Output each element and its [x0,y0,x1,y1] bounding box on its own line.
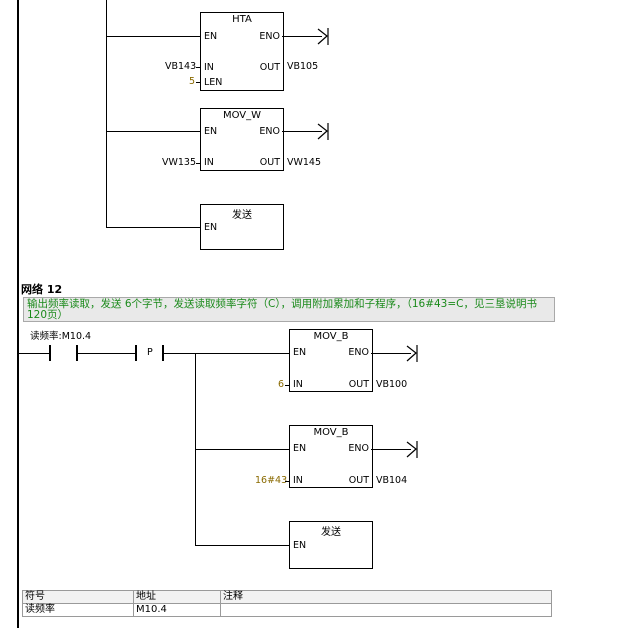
send-en-pin: EN [204,222,218,233]
hta-len-operand[interactable]: 5 [189,76,196,87]
hta-en-pin: EN [204,31,218,42]
wire-movb2-eno [371,449,411,450]
mov-b-1-out-operand[interactable]: VB100 [376,379,408,390]
p-left-bar [135,345,137,361]
send-12-en-pin: EN [293,540,307,551]
mov-b-2-out-operand[interactable]: VB104 [376,475,408,486]
wire-movw-eno [282,131,322,132]
p-right-bar [162,345,164,361]
mov-b-1-in-operand[interactable]: 6 [278,379,285,390]
mov-b-block-1[interactable]: MOV_B EN ENO IN OUT [289,329,373,392]
header-comment[interactable]: 注释 [220,590,552,604]
wire-hta-len [196,82,201,83]
mov-b-block-2[interactable]: MOV_B EN ENO IN OUT [289,425,373,488]
mov-w-en-pin: EN [204,126,218,137]
wire-send12-en [195,545,290,546]
wire-hta-en [106,36,201,37]
header-address[interactable]: 地址 [133,590,221,604]
coil-arrow-icon [406,441,418,458]
mov-b-2-in-operand[interactable]: 16#43 [255,475,288,486]
mov-b-2-eno-pin: ENO [348,443,369,454]
wire-movb2-in [285,481,290,482]
coil-arrow-icon [317,28,329,45]
mov-b-1-eno-pin: ENO [348,347,369,358]
mov-b-1-title: MOV_B [313,331,349,342]
hta-in-pin: IN [204,62,214,73]
row-comment[interactable] [220,603,552,617]
p-label: P [147,347,153,358]
wire-rail-contact [19,353,49,354]
hta-len-pin: LEN [204,77,223,88]
symbol-table-header: 符号 地址 注释 [22,590,552,604]
send-block-12-title: 发送 [321,527,341,538]
row-symbol[interactable]: 读频率 [22,603,134,617]
mov-w-out-operand[interactable]: VW145 [287,157,322,168]
wire-movb1-eno [371,353,411,354]
mov-w-eno-pin: ENO [259,126,280,137]
send-block-title: 发送 [232,210,252,221]
table-row[interactable]: 读频率 M10.4 [22,603,552,617]
coil-arrow-icon [406,345,418,362]
network-title[interactable]: 网络 12 [21,283,63,296]
mov-b-2-title: MOV_B [313,427,349,438]
hta-out-pin: OUT [259,62,280,73]
left-power-rail [17,0,19,628]
row-address[interactable]: M10.4 [133,603,221,617]
mov-b-2-en-pin: EN [293,443,307,454]
mov-b-1-out-pin: OUT [348,379,369,390]
wire-movb2-en [195,449,290,450]
hta-eno-pin: ENO [259,31,280,42]
network-comment[interactable]: 输出频率读取，发送 6个字节，发送读取频率字符（C），调用附加累加和子程序，（1… [23,297,555,322]
mov-b-2-in-pin: IN [293,475,303,486]
branch-vertical-line [106,0,107,228]
wire-p-branch [164,353,290,354]
wire-movw-en [106,131,201,132]
wire-hta-in [196,67,201,68]
send-block[interactable]: 发送 EN [200,204,284,250]
contact-label[interactable]: 读频率:M10.4 [30,331,92,342]
wire-movb1-in [285,385,290,386]
mov-w-block[interactable]: MOV_W EN ENO IN OUT [200,108,284,171]
symbol-table: 符号 地址 注释 读频率 M10.4 [22,590,552,617]
wire-hta-eno [282,36,322,37]
header-symbol[interactable]: 符号 [22,590,134,604]
mov-w-in-pin: IN [204,157,214,168]
coil-arrow-icon [317,123,329,140]
wire-movw-in [196,163,201,164]
hta-out-operand[interactable]: VB105 [287,61,319,72]
hta-block[interactable]: HTA EN ENO IN OUT LEN [200,12,284,91]
send-block-12[interactable]: 发送 EN [289,521,373,569]
mov-w-in-operand[interactable]: VW135 [162,157,197,168]
hta-block-title: HTA [232,14,252,25]
mov-b-1-in-pin: IN [293,379,303,390]
mov-b-1-en-pin: EN [293,347,307,358]
mov-w-block-title: MOV_W [222,110,262,121]
mov-b-2-out-pin: OUT [348,475,369,486]
wire-send-en [106,227,201,228]
contact-right-bar [76,345,78,361]
hta-in-operand[interactable]: VB143 [165,61,197,72]
contact-left-bar [49,345,51,361]
wire-contact-p [78,353,135,354]
mov-w-out-pin: OUT [259,157,280,168]
